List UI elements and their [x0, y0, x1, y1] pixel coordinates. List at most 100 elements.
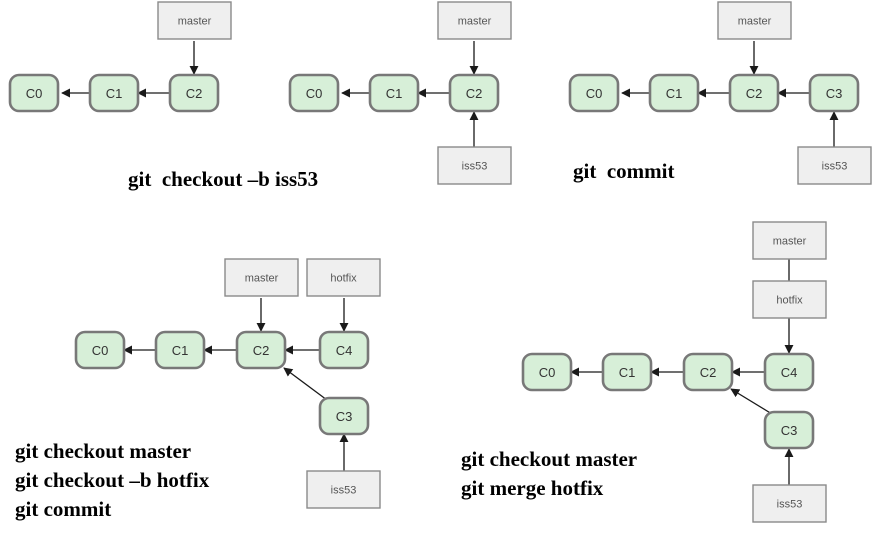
commit-label: C1	[106, 86, 123, 101]
commit-C2: C2	[168, 73, 220, 113]
commit-C2: C2	[682, 352, 734, 392]
commit-C4: C4	[318, 330, 370, 370]
ref-box	[717, 1, 792, 40]
caption-line: git checkout –b hotfix	[15, 468, 210, 492]
commit-label: C0	[306, 86, 323, 101]
commit-C3: C3	[318, 396, 370, 436]
commit-label: C0	[26, 86, 43, 101]
commit-label: C1	[619, 365, 636, 380]
ref-master: master	[752, 221, 827, 260]
ref-master: master	[157, 1, 232, 40]
ref-label: iss53	[822, 161, 848, 173]
ref-hotfix: hotfix	[306, 258, 381, 297]
commit-node	[318, 330, 370, 370]
ref-box	[752, 221, 827, 260]
commit-node	[763, 410, 815, 450]
ref-hotfix: hotfix	[752, 280, 827, 319]
commit-label: C2	[186, 86, 203, 101]
commit-node	[448, 73, 500, 113]
commit-node	[808, 73, 860, 113]
commit-label: C1	[386, 86, 403, 101]
panel-2: master iss53 C0 C1 C2	[288, 1, 512, 185]
caption-merge-commands: git checkout master git merge hotfix	[461, 445, 637, 503]
caption-line: git checkout master	[15, 439, 192, 463]
caption-line: git checkout master	[461, 447, 638, 471]
ref-label: master	[738, 16, 772, 28]
commit-node	[74, 330, 126, 370]
commit-node	[288, 73, 340, 113]
pointer-arrow	[730, 388, 773, 415]
ref-label: iss53	[462, 161, 488, 173]
commit-C1: C1	[648, 73, 700, 113]
commit-C4: C4	[763, 352, 815, 392]
ref-iss53: iss53	[797, 146, 872, 185]
ref-label: hotfix	[330, 273, 357, 285]
commit-node	[682, 352, 734, 392]
commit-node	[568, 73, 620, 113]
caption-checkout-iss53: git checkout –b iss53	[128, 165, 318, 194]
commit-C3: C3	[808, 73, 860, 113]
commit-C0: C0	[74, 330, 126, 370]
ref-box	[306, 258, 381, 297]
commit-C3: C3	[763, 410, 815, 450]
commit-label: C3	[781, 423, 798, 438]
commit-node	[88, 73, 140, 113]
commit-label: C2	[253, 343, 270, 358]
commit-label: C4	[781, 365, 798, 380]
panel-3: master iss53 C0 C1 C2 C3	[568, 1, 872, 185]
commit-node	[728, 73, 780, 113]
commit-label: C1	[172, 343, 189, 358]
ref-label: master	[178, 16, 212, 28]
commit-node	[318, 396, 370, 436]
commit-C1: C1	[88, 73, 140, 113]
pointer-arrow	[283, 367, 328, 401]
commit-label: C4	[336, 343, 353, 358]
caption-line: git merge hotfix	[461, 476, 604, 500]
ref-master: master	[437, 1, 512, 40]
ref-box	[437, 1, 512, 40]
ref-box	[157, 1, 232, 40]
caption-commit: git commit	[573, 157, 674, 186]
commit-label: C2	[700, 365, 717, 380]
ref-box	[752, 280, 827, 319]
commit-node	[154, 330, 206, 370]
commit-node	[235, 330, 287, 370]
caption-line: git checkout –b iss53	[128, 167, 319, 191]
commit-C1: C1	[154, 330, 206, 370]
commit-label: C3	[826, 86, 843, 101]
ref-label: iss53	[331, 485, 357, 497]
commit-C0: C0	[288, 73, 340, 113]
ref-box	[797, 146, 872, 185]
caption-line: git commit	[573, 159, 675, 183]
commit-C0: C0	[568, 73, 620, 113]
commit-label: C0	[539, 365, 556, 380]
commit-C2: C2	[235, 330, 287, 370]
commit-C0: C0	[521, 352, 573, 392]
commit-C0: C0	[8, 73, 60, 113]
commit-label: C0	[92, 343, 109, 358]
caption-line: git commit	[15, 497, 112, 521]
caption-hotfix-commands: git checkout master git checkout –b hotfi…	[15, 437, 209, 524]
ref-iss53: iss53	[437, 146, 512, 185]
ref-iss53: iss53	[752, 484, 827, 523]
ref-label: master	[458, 16, 492, 28]
commit-label: C0	[586, 86, 603, 101]
ref-label: master	[773, 236, 807, 248]
commit-label: C2	[466, 86, 483, 101]
commit-label: C3	[336, 409, 353, 424]
commit-label: C2	[746, 86, 763, 101]
ref-master: master	[717, 1, 792, 40]
commit-C1: C1	[368, 73, 420, 113]
commit-label: C1	[666, 86, 683, 101]
ref-label: master	[245, 273, 279, 285]
ref-box	[224, 258, 299, 297]
ref-box	[306, 470, 381, 509]
commit-node	[601, 352, 653, 392]
ref-iss53: iss53	[306, 470, 381, 509]
commit-node	[368, 73, 420, 113]
